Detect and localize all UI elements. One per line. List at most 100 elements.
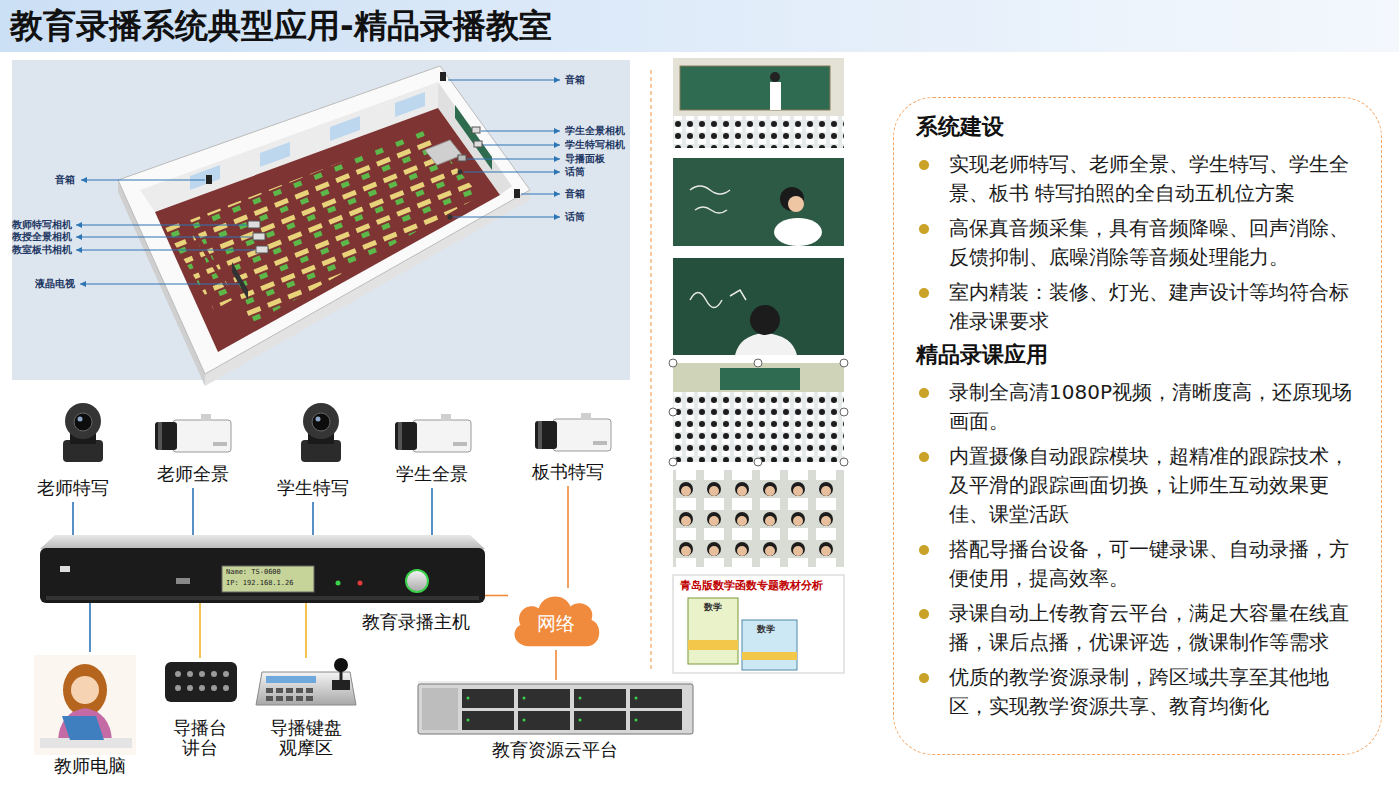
- server-device: [462, 689, 514, 708]
- bullet-text: 录制全高清1080P视频，清晰度高，还原现场画面。: [916, 378, 1359, 436]
- cameras: [63, 403, 103, 462]
- director-keyboard-device: [286, 696, 293, 701]
- director-panel-device: [165, 662, 237, 702]
- classroom-photos: [742, 620, 797, 670]
- connector-line: [431, 488, 433, 535]
- director-keyboard: 导播键盘 观摩区: [255, 658, 357, 762]
- director-panel-device: [211, 685, 217, 691]
- director-panel-device: [199, 685, 205, 691]
- camera-node: 老师特写: [30, 396, 116, 502]
- director-keyboard-device: [266, 688, 273, 693]
- recorder-device: [336, 581, 341, 586]
- director-panel-device: [187, 671, 193, 677]
- bullet-text: 高保真音频采集，具有音频降噪、回声消除、反馈抑制、底噪消除等音频处理能力。: [916, 214, 1359, 272]
- director-panel-device: [199, 671, 205, 677]
- recorder-device: [40, 535, 485, 549]
- cameras: [535, 413, 611, 451]
- teacher-pc-illustration: [34, 655, 136, 755]
- classroom-photos: [669, 58, 848, 673]
- classroom-photos: [840, 458, 848, 466]
- director-panel-device: [211, 671, 217, 677]
- classroom-photos: [673, 158, 844, 246]
- page-title: 教育录播系统典型应用-精品录播教室: [10, 7, 552, 45]
- recorder-device: [176, 578, 190, 584]
- leader-arrows: [80, 284, 240, 285]
- director-keyboard-device: [334, 658, 348, 672]
- device-label: 板书特写: [532, 462, 604, 482]
- device-label: 学生全景: [396, 464, 468, 484]
- callout-label: 教室板书相机: [12, 244, 72, 256]
- server-device: [574, 689, 626, 708]
- bullet-text: 录课自动上传教育云平台，满足大容量在线直播，课后点播，优课评选，微课制作等需求: [916, 599, 1359, 657]
- recorder-device: [60, 566, 70, 572]
- device-label: 导播键盘 观摩区: [266, 718, 345, 758]
- director-keyboard-device: [266, 688, 313, 701]
- server-device: [422, 688, 458, 730]
- classroom-illustration: [514, 189, 520, 198]
- device-label: 老师特写: [37, 478, 109, 498]
- callout-label: 教师特写相机: [12, 219, 72, 231]
- classroom-photos: [690, 290, 746, 308]
- classroom-illustration: [253, 233, 265, 240]
- classroom-illustration: [190, 165, 220, 190]
- classroom-photos: [673, 470, 844, 567]
- bullet-text: 实现老师特写、老师全景、学生特写、学生全景、板书 特写拍照的全自动五机位方案: [916, 150, 1359, 208]
- device-label: 导播台 讲台: [169, 718, 230, 758]
- classroom-photos: [840, 359, 848, 367]
- classroom-illustration: [448, 215, 453, 220]
- connector-line: [555, 650, 557, 680]
- device-label: 教育资源云平台: [492, 740, 618, 760]
- callout-label: 液晶电视: [35, 278, 75, 290]
- recorder-device: [222, 566, 314, 592]
- book-title: 数学: [757, 624, 775, 635]
- classroom-illustration: [155, 108, 500, 352]
- device-label: 老师全景: [157, 464, 229, 484]
- classroom-illustration: [425, 140, 462, 165]
- recorder-device: [40, 548, 485, 603]
- director-panel-device: [223, 685, 229, 691]
- leader-arrows: [483, 145, 560, 146]
- callout-label: 教授全景相机: [12, 231, 72, 243]
- leader-arrows: [467, 159, 560, 160]
- classroom-photos: [742, 652, 797, 660]
- director-panel-device: [175, 671, 181, 677]
- classroom-illustration: [118, 66, 530, 374]
- cameras: [63, 403, 611, 462]
- server-device: [467, 719, 470, 722]
- server-device: [579, 697, 582, 700]
- classroom-photos: [669, 458, 677, 466]
- server-device: [418, 684, 693, 734]
- camera-node: 板书特写: [525, 408, 611, 486]
- classroom-illustration: [330, 116, 360, 141]
- classroom-illustration: [440, 72, 446, 81]
- camera-node: 学生特写: [270, 396, 356, 502]
- classroom-illustration: [248, 221, 260, 228]
- server-device: [467, 697, 470, 700]
- leader-arrows: [448, 80, 560, 81]
- classroom-photos: [770, 82, 781, 110]
- connector-line: [305, 603, 307, 658]
- server-device: [518, 689, 570, 708]
- classroom-photos: [673, 392, 844, 462]
- classroom-photos: [770, 72, 780, 82]
- leader-arrows: [521, 194, 560, 195]
- director-keyboard-device: [266, 676, 316, 683]
- server-device: [523, 719, 526, 722]
- teacher-pc-illustration: [58, 708, 112, 740]
- recorder-device: [358, 581, 363, 586]
- server-device: [467, 697, 638, 722]
- connector-line: [312, 502, 314, 535]
- book-title: 数学: [704, 602, 722, 613]
- camera-node: 老师全景: [150, 408, 236, 488]
- classroom-photos: [673, 116, 844, 148]
- camera-node: 学生全景: [389, 408, 475, 488]
- director-keyboard-device: [276, 688, 283, 693]
- leader-arrows: [481, 131, 560, 132]
- director-keyboard-device: [296, 696, 303, 701]
- teacher-pc-illustration: [34, 655, 136, 755]
- server-device: [462, 711, 514, 730]
- server-device: [574, 711, 626, 730]
- connectors: [73, 486, 568, 680]
- director-keyboard-device: [256, 658, 356, 705]
- bullet-text: 优质的教学资源录制，跨区域共享至其他地区，实现教学资源共享、教育均衡化: [916, 663, 1359, 721]
